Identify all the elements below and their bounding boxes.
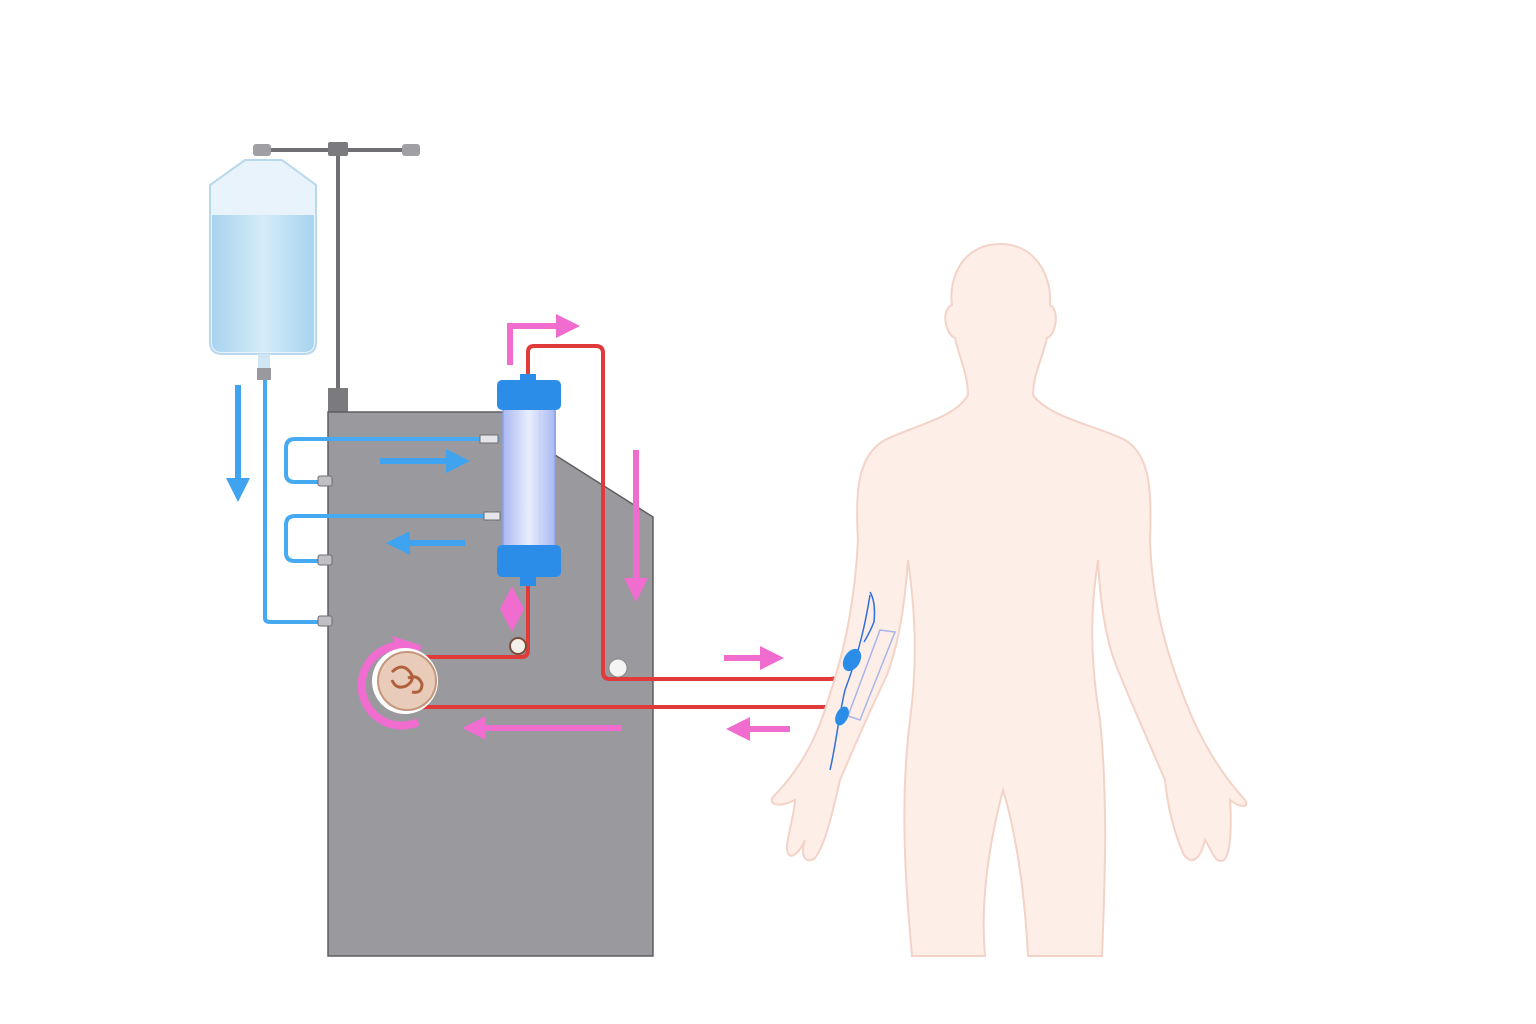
iv-pole-icon [253,142,420,412]
pressure-sensor-icon [608,658,628,678]
machine-ports [317,434,501,627]
iv-bag-icon [209,159,317,380]
pressure-sensor-icon [509,637,527,655]
dialysate-flow-arrow-icon [226,385,470,555]
blood-pump-icon [357,636,438,730]
dialysate-tubing [263,380,500,624]
air-trap-icon [500,586,524,632]
flow-arrow-icon [462,314,790,741]
dialyzer-icon [497,374,561,586]
vascular-access-needles [835,648,862,726]
human-body-icon [770,242,1248,957]
